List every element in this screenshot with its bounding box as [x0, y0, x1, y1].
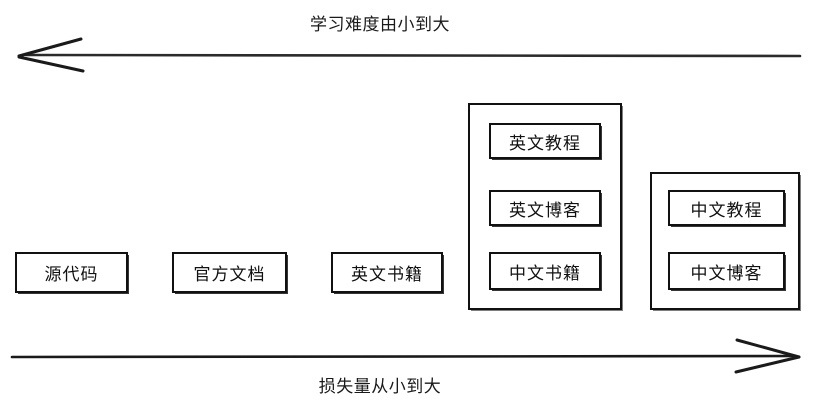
top-axis-label: 学习难度由小到大	[310, 15, 450, 35]
node-chinese-blog[interactable]: 中文博客	[668, 252, 785, 290]
bottom-axis-label: 损失量从小到大	[318, 377, 442, 397]
node-source-code[interactable]: 源代码	[15, 252, 128, 293]
node-english-tutorial[interactable]: 英文教程	[489, 123, 601, 159]
node-english-books[interactable]: 英文书籍	[331, 252, 443, 293]
node-chinese-tutorial[interactable]: 中文教程	[668, 190, 785, 226]
node-official-docs[interactable]: 官方文档	[172, 252, 287, 293]
node-chinese-books[interactable]: 中文书籍	[489, 252, 601, 290]
node-english-blog[interactable]: 英文博客	[489, 190, 601, 226]
arrow-right-icon	[10, 338, 801, 374]
arrow-left-icon	[17, 37, 802, 73]
